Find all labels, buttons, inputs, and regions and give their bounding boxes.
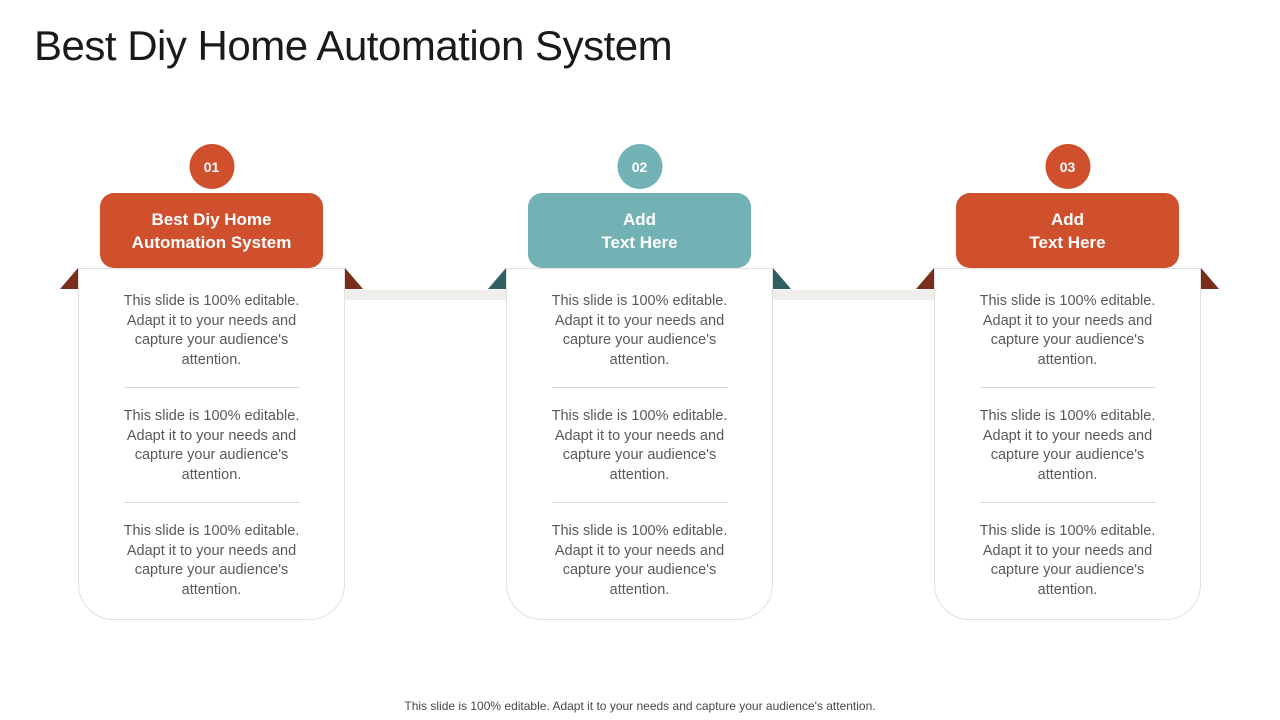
- card-paragraph: This slide is 100% editable. Adapt it to…: [979, 523, 1156, 598]
- step-card: This slide is 100% editable. Adapt it to…: [506, 268, 773, 620]
- card-divider: [123, 387, 300, 388]
- card-paragraph: This slide is 100% editable. Adapt it to…: [123, 408, 300, 483]
- card-paragraph: This slide is 100% editable. Adapt it to…: [551, 523, 728, 598]
- step-heading-line: Add: [1050, 209, 1085, 229]
- ribbon-fold-left: [488, 268, 506, 289]
- step-heading-box: Add Text Here: [956, 193, 1179, 268]
- connector-bar: [345, 290, 506, 300]
- step-number-badge: 03: [1045, 144, 1090, 189]
- step-heading-line: Text Here: [1029, 232, 1106, 252]
- step-number-badge: 02: [617, 144, 662, 189]
- step-heading-box: Best Diy Home Automation System: [100, 193, 323, 268]
- step-number-badge: 01: [189, 144, 234, 189]
- card-divider: [979, 387, 1156, 388]
- step-heading-box: Add Text Here: [528, 193, 751, 268]
- connector-bar: [773, 290, 934, 300]
- step-card: This slide is 100% editable. Adapt it to…: [934, 268, 1201, 620]
- card-divider: [123, 502, 300, 503]
- step-number-label: 01: [203, 158, 220, 175]
- ribbon-fold-right: [345, 268, 363, 289]
- step-heading-line: Best Diy Home: [151, 209, 272, 229]
- step-column-1: 01 Best Diy Home Automation System This …: [60, 144, 363, 624]
- ribbon-fold-left: [60, 268, 78, 289]
- card-paragraph: This slide is 100% editable. Adapt it to…: [551, 293, 728, 368]
- card-divider: [979, 502, 1156, 503]
- step-heading-line: Automation System: [131, 232, 292, 252]
- step-card: This slide is 100% editable. Adapt it to…: [78, 268, 345, 620]
- card-paragraph: This slide is 100% editable. Adapt it to…: [979, 408, 1156, 483]
- ribbon-fold-left: [916, 268, 934, 289]
- step-column-3: 03 Add Text Here This slide is 100% edit…: [916, 144, 1219, 624]
- card-paragraph: This slide is 100% editable. Adapt it to…: [123, 293, 300, 368]
- slide-title: Best Diy Home Automation System: [34, 22, 673, 69]
- step-number-label: 03: [1059, 158, 1076, 175]
- card-divider: [551, 502, 728, 503]
- step-heading-line: Add: [622, 209, 657, 229]
- step-column-2: 02 Add Text Here This slide is 100% edit…: [488, 144, 791, 624]
- ribbon-fold-right: [773, 268, 791, 289]
- card-paragraph: This slide is 100% editable. Adapt it to…: [123, 523, 300, 598]
- step-number-label: 02: [631, 158, 648, 175]
- card-paragraph: This slide is 100% editable. Adapt it to…: [551, 408, 728, 483]
- slide-footer: This slide is 100% editable. Adapt it to…: [404, 699, 876, 713]
- card-paragraph: This slide is 100% editable. Adapt it to…: [979, 293, 1156, 368]
- ribbon-fold-right: [1201, 268, 1219, 289]
- card-divider: [551, 387, 728, 388]
- step-heading-line: Text Here: [601, 232, 678, 252]
